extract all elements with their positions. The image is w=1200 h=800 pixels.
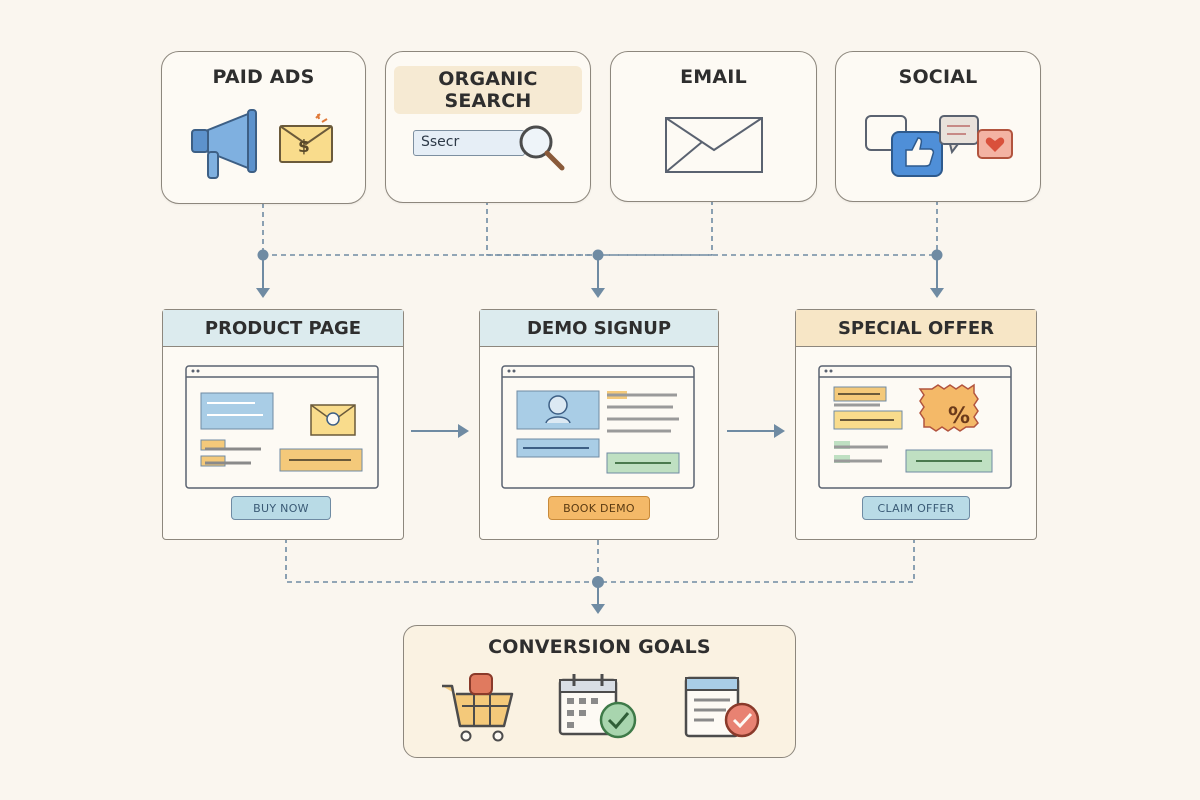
page-card-special-offer: SPECIAL OFFER % CLAIM OFFER — [795, 309, 1037, 540]
cart-icon — [442, 673, 514, 742]
source-title: PAID ADS — [212, 66, 315, 88]
envelope-icon — [665, 117, 763, 173]
search-box-text: Ssecr — [421, 134, 460, 150]
dollar-sign: $ — [298, 137, 310, 157]
book-demo-button[interactable]: BOOK DEMO — [548, 496, 650, 520]
envelope-dollar-icon — [279, 113, 333, 163]
form-check-icon — [684, 676, 760, 738]
chat-heart-icon — [939, 115, 1013, 159]
claim-offer-button[interactable]: CLAIM OFFER — [862, 496, 970, 520]
browser-mockup — [185, 365, 379, 489]
search-box — [413, 130, 525, 156]
percent-badge: % — [948, 404, 971, 429]
page-title: SPECIAL OFFER — [796, 310, 1036, 347]
source-title: ORGANIC SEARCH — [394, 66, 582, 114]
source-card-paid-ads: PAID ADS $ — [161, 51, 366, 204]
source-card-email: EMAIL — [610, 51, 817, 202]
goals-title: CONVERSION GOALS — [488, 636, 711, 658]
megaphone-icon — [191, 109, 257, 179]
browser-mockup — [501, 365, 695, 489]
magnifier-icon — [519, 125, 565, 171]
calendar-check-icon — [558, 674, 637, 739]
source-card-social: SOCIAL — [835, 51, 1041, 202]
source-title: SOCIAL — [898, 66, 978, 88]
source-card-organic-search: ORGANIC SEARCH Ssecr — [385, 51, 591, 203]
page-card-demo-signup: DEMO SIGNUP BOOK DEMO — [479, 309, 719, 540]
source-title: EMAIL — [680, 66, 747, 88]
page-title: PRODUCT PAGE — [163, 310, 403, 347]
browser-mockup — [818, 365, 1012, 489]
buy-now-button[interactable]: BUY NOW — [231, 496, 331, 520]
conversion-goals-card: CONVERSION GOALS — [403, 625, 796, 758]
thumbs-up-icon — [865, 115, 943, 177]
page-card-product-page: PRODUCT PAGE BUY NOW — [162, 309, 404, 540]
page-title: DEMO SIGNUP — [480, 310, 718, 347]
